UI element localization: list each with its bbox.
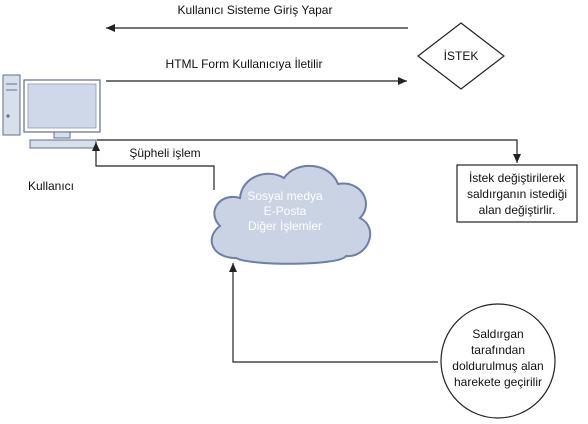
- attacker-line-3: doldurulmuş alan: [452, 359, 543, 373]
- modify-box-line-3: alan değiştirlir.: [479, 203, 556, 217]
- attacker-to-cloud-arrow: [229, 263, 438, 363]
- computer-icon: [2, 74, 101, 149]
- form-sent-arrow-label: HTML Form Kullanıcıya İletilir: [166, 57, 323, 71]
- attacker-line-4: harekete geçirilir: [454, 375, 542, 389]
- modify-box-line-1: İstek değiştirilerek: [469, 171, 566, 185]
- request-diamond-label: İSTEK: [444, 49, 479, 63]
- attacker-circle: [440, 303, 556, 419]
- cloud-shape: [210, 164, 372, 265]
- request-diamond: [417, 22, 505, 90]
- computer-to-modify-arrow: [97, 139, 521, 163]
- cloud-line-3: Diğer İşlemler: [248, 219, 322, 233]
- attacker-line-1: Saldırgan: [472, 327, 523, 341]
- user-label: Kullanıcı: [28, 179, 74, 193]
- attacker-line-2: tarafından: [471, 343, 525, 357]
- cloud-line-1: Sosyal medya: [247, 189, 323, 203]
- modify-box-line-2: saldırganın istediği: [467, 187, 567, 201]
- modify-request-box: [456, 164, 578, 223]
- suspicious-arrow-label: Şüpheli işlem: [129, 146, 200, 160]
- suspicious-arrow: [92, 142, 215, 190]
- cloud-line-2: E-Posta: [264, 204, 307, 218]
- login-arrow-label: Kullanıcı Sisteme Giriş Yapar: [178, 3, 333, 17]
